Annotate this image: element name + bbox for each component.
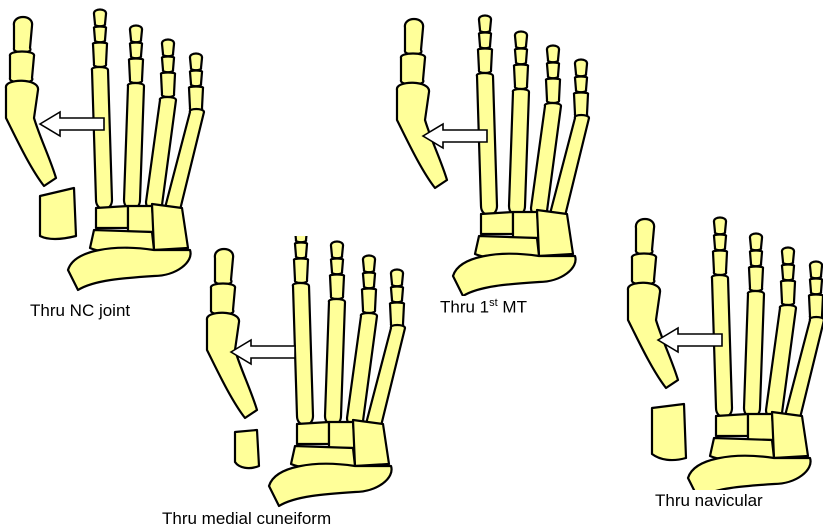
caption-medial-cuneiform: Thru medial cuneiform [162,510,331,527]
panel-nc-joint [0,0,210,295]
arrow-icon [231,340,295,364]
foot-illustration [618,208,823,490]
panel-navicular [618,208,823,490]
foot-illustration [195,236,420,508]
resected-fragment [652,404,686,460]
resected-fragment [40,188,76,239]
caption-navicular: Thru navicular [655,492,763,509]
caption-nc-joint: Thru NC joint [30,302,130,319]
arrow-icon [658,328,722,352]
resected-fragment [235,430,259,468]
foot-illustration [0,0,210,295]
caption-first-mt: Thru 1st MT [440,298,527,316]
panel-medial-cuneiform [195,236,420,508]
